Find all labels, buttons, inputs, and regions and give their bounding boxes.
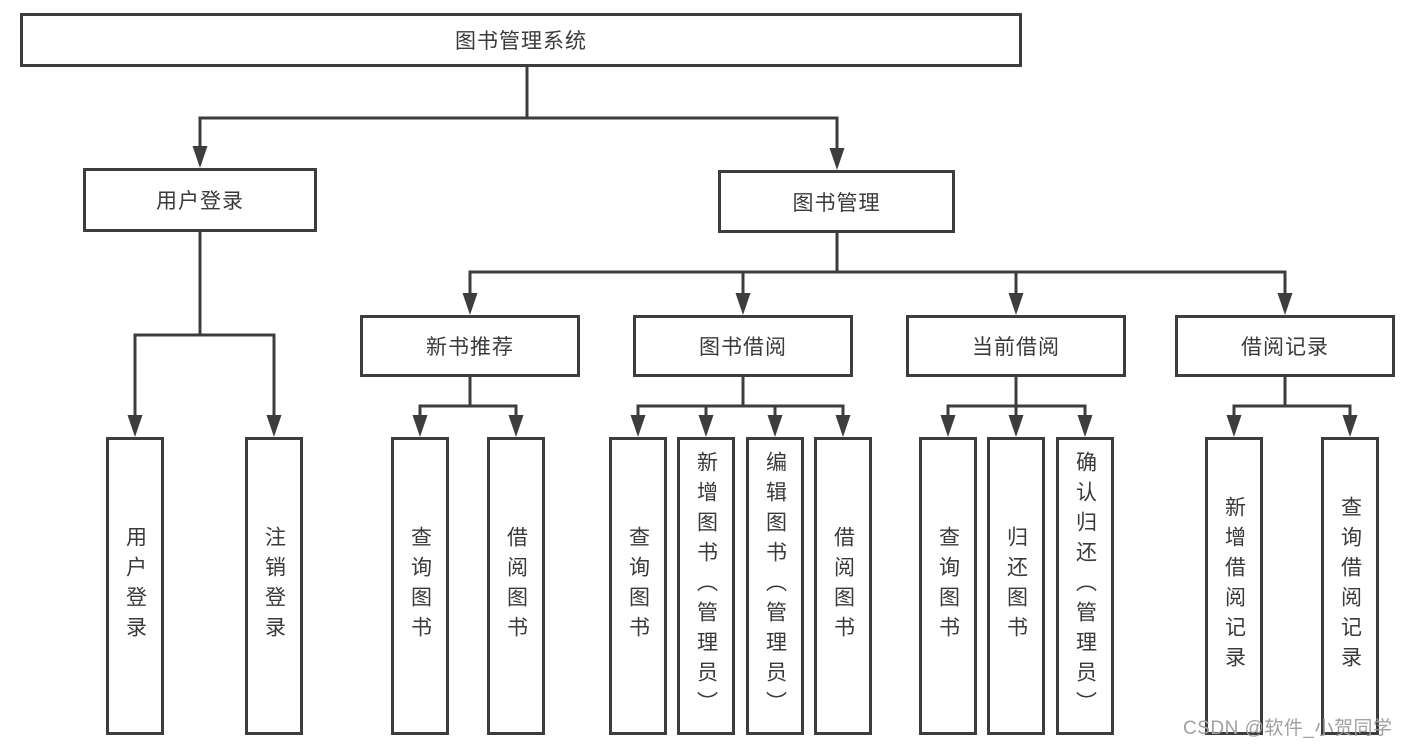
node-borrowing-records: 借阅记录: [1175, 315, 1395, 377]
leaf-confirm-return-admin: 确认归还（管理员）: [1056, 437, 1114, 735]
connector-book-management-to-level2: [462, 233, 1293, 315]
leaf-logout: 注销登录: [245, 437, 303, 735]
connector-borrowing-records-to-leaves: [1226, 377, 1358, 437]
leaf-add-book-admin-label: 新增图书（管理员）: [694, 451, 718, 721]
leaf-borrow-books-borrowing: 借阅图书: [814, 437, 872, 735]
leaf-add-borrow-record: 新增借阅记录: [1205, 437, 1263, 735]
leaf-query-books-recommend-label: 查询图书: [408, 526, 432, 646]
node-current-borrowing: 当前借阅: [906, 315, 1126, 377]
connector-new-book-recommend-to-leaves: [412, 377, 524, 437]
leaf-add-book-admin: 新增图书（管理员）: [677, 437, 735, 735]
connector-user-login-to-leaves: [127, 232, 282, 437]
leaf-query-books-recommend: 查询图书: [391, 437, 449, 735]
leaf-query-borrow-record-label: 查询借阅记录: [1338, 496, 1362, 676]
connector-book-borrowing-to-leaves: [630, 377, 851, 437]
connector-current-borrowing-to-leaves: [940, 377, 1093, 437]
leaf-edit-book-admin-label: 编辑图书（管理员）: [763, 451, 787, 721]
leaf-query-books-current-label: 查询图书: [936, 526, 960, 646]
node-book-management: 图书管理: [718, 170, 955, 233]
node-library-management-system: 图书管理系统: [20, 13, 1022, 67]
csdn-watermark: CSDN @软件_小贺同学: [1183, 718, 1393, 739]
leaf-borrow-books-recommend: 借阅图书: [487, 437, 545, 735]
leaf-edit-book-admin: 编辑图书（管理员）: [746, 437, 804, 735]
leaf-return-book: 归还图书: [987, 437, 1045, 735]
leaf-query-borrow-record: 查询借阅记录: [1321, 437, 1379, 735]
leaf-query-books-borrowing-label: 查询图书: [626, 526, 650, 646]
connector-root-to-level1: [192, 67, 845, 170]
leaf-user-login-label: 用户登录: [123, 526, 147, 646]
node-book-borrowing: 图书借阅: [633, 315, 853, 377]
node-user-login: 用户登录: [83, 168, 317, 232]
leaf-return-book-label: 归还图书: [1004, 526, 1028, 646]
leaf-query-books-borrowing: 查询图书: [609, 437, 667, 735]
leaf-confirm-return-admin-label: 确认归还（管理员）: [1073, 451, 1097, 721]
leaf-borrow-books-borrowing-label: 借阅图书: [831, 526, 855, 646]
leaf-add-borrow-record-label: 新增借阅记录: [1222, 496, 1246, 676]
leaf-logout-label: 注销登录: [262, 526, 286, 646]
leaf-borrow-books-recommend-label: 借阅图书: [504, 526, 528, 646]
node-new-book-recommend: 新书推荐: [360, 315, 580, 377]
leaf-query-books-current: 查询图书: [919, 437, 977, 735]
leaf-user-login: 用户登录: [106, 437, 164, 735]
